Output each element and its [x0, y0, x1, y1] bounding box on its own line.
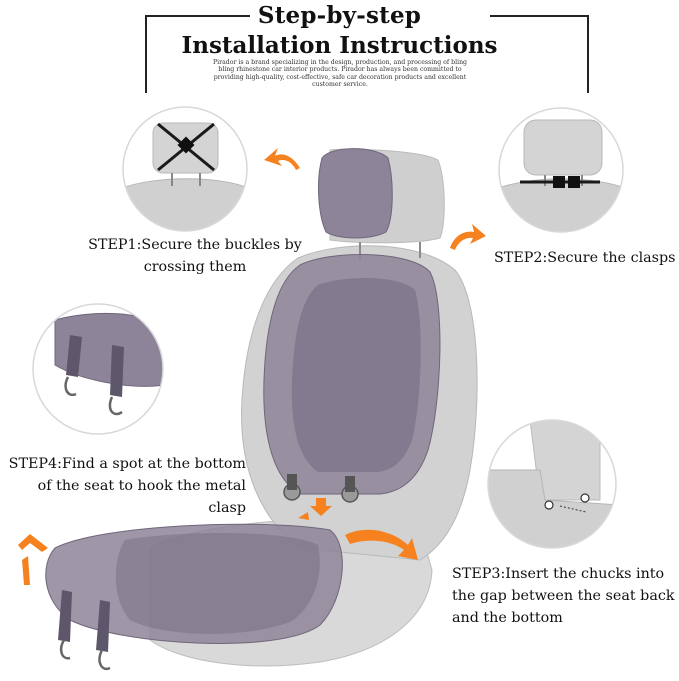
step4-detail-circle — [32, 303, 164, 435]
step4-caption: STEP4:Find a spot at the bottom of the s… — [8, 456, 246, 516]
step1-caption: STEP1:Secure the buckles by crossing the… — [88, 237, 302, 275]
arrow-gap-icon — [298, 498, 332, 520]
title-installation-instructions: Installation Instructions — [181, 32, 498, 59]
header-frame-left — [145, 15, 147, 93]
header-frame-top-left — [145, 15, 250, 17]
seat-back-cover — [263, 254, 441, 495]
step1-detail-circle — [122, 106, 248, 232]
back-clasps — [283, 474, 359, 503]
header-frame-right — [587, 15, 589, 93]
bottom-straps — [58, 590, 111, 671]
header-frame-top-right — [490, 15, 588, 17]
seat-bottom-cover — [45, 523, 343, 644]
step2-detail-circle — [498, 107, 624, 233]
title-step-by-step: Step-by-step — [257, 2, 422, 29]
arrow-step1-icon — [264, 148, 300, 170]
intro-text: Pirador is a brand specializing in the d… — [212, 59, 468, 89]
headrest-cover — [318, 148, 393, 239]
step3-detail-circle — [487, 419, 617, 549]
step2-caption: STEP2:Secure the clasps — [494, 250, 676, 266]
step3-caption: STEP3:Insert the chucks into the gap bet… — [452, 566, 675, 626]
arrow-corner-icon — [18, 534, 48, 585]
arrow-step3-icon — [345, 529, 418, 560]
arrow-step2-icon — [450, 224, 486, 250]
